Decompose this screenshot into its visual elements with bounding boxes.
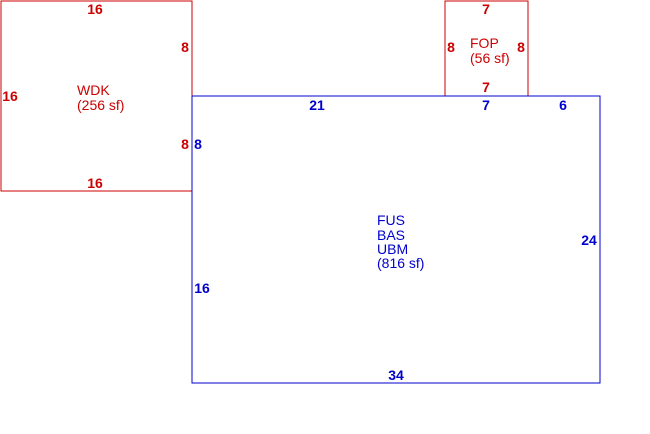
wdk-label-name: WDK xyxy=(77,82,110,98)
main-dim-left-lower: 16 xyxy=(194,280,210,296)
wdk-area: 16 16 16 8 8 WDK (256 sf) xyxy=(0,0,193,192)
main-label-line-3: UBM xyxy=(377,241,408,257)
main-dim-bottom: 34 xyxy=(388,367,404,383)
wdk-dim-bottom: 16 xyxy=(87,175,103,191)
wdk-label-area: (256 sf) xyxy=(77,97,124,113)
wdk-dim-top: 16 xyxy=(87,1,103,17)
main-dim-left-upper: 8 xyxy=(194,136,202,152)
fop-dim-right: 8 xyxy=(517,39,525,55)
fop-dim-left: 8 xyxy=(447,39,455,55)
fop-area: 7 8 8 7 FOP (56 sf) xyxy=(444,0,529,97)
main-dim-top-mid: 7 xyxy=(482,97,490,113)
wdk-dim-left: 16 xyxy=(2,88,18,104)
main-label-line-2: BAS xyxy=(377,227,405,243)
main-label-line-4: (816 sf) xyxy=(377,255,424,271)
fop-dim-top: 7 xyxy=(482,1,490,17)
wdk-dim-right-upper: 8 xyxy=(181,39,189,55)
fop-label-area: (56 sf) xyxy=(470,50,510,66)
fop-label-name: FOP xyxy=(470,35,499,51)
main-dim-right: 24 xyxy=(581,232,597,248)
wdk-dim-right-lower: 8 xyxy=(181,136,189,152)
main-outline xyxy=(191,95,601,384)
fop-dim-bottom: 7 xyxy=(482,79,490,95)
main-dim-top-right: 6 xyxy=(559,97,567,113)
main-label-line-1: FUS xyxy=(377,212,405,228)
main-area: 21 7 6 8 16 24 34 FUS BAS UBM (816 sf) xyxy=(191,95,601,384)
main-dim-top-left: 21 xyxy=(309,97,325,113)
